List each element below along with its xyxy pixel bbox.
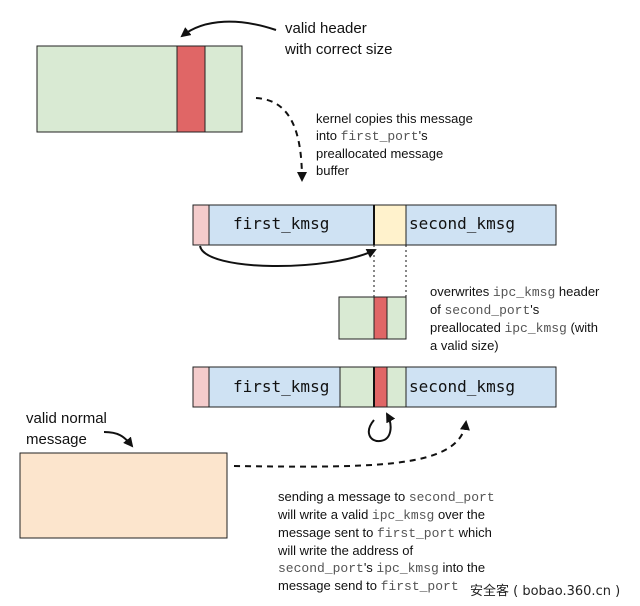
arrow-first-to-second bbox=[199, 245, 377, 268]
overwrites-label: overwrites ipc_kmsg header of second_por… bbox=[430, 284, 600, 353]
arrow-self-loop bbox=[367, 412, 396, 443]
buffer-2-pink bbox=[192, 366, 210, 408]
first-kmsg-label-2: first_kmsg bbox=[233, 377, 330, 396]
valid-normal-label: valid normal message bbox=[26, 410, 107, 448]
second-kmsg-label-2: second_kmsg bbox=[409, 377, 515, 396]
buffer-2-red bbox=[373, 366, 388, 408]
kernel-copies-label: kernel copies this message into first_po… bbox=[316, 111, 473, 178]
arrow-valid-normal bbox=[103, 431, 134, 448]
buffer-row-2 bbox=[192, 366, 557, 408]
first-kmsg-label-1: first_kmsg bbox=[233, 214, 330, 233]
overwrite-message-body bbox=[338, 296, 407, 340]
source-message-header bbox=[176, 45, 206, 133]
buffer-2-second-kmsg bbox=[405, 366, 557, 408]
buffer-2-first-kmsg bbox=[208, 366, 341, 408]
buffer-1-second-kmsg bbox=[405, 204, 557, 246]
valid-header-label: valid header with correct size bbox=[285, 20, 393, 58]
arrow-valid-header bbox=[180, 20, 277, 38]
source-message bbox=[36, 45, 243, 133]
buffer-1-first-kmsg bbox=[208, 204, 375, 246]
sending-label: sending a message to second_port will wr… bbox=[278, 489, 495, 594]
source-message-body bbox=[36, 45, 243, 133]
overwrite-message bbox=[338, 296, 407, 340]
buffer-row-1 bbox=[192, 204, 557, 246]
watermark: 安全客 ( bobao.360.cn ) bbox=[470, 584, 621, 599]
buffer-1-pink bbox=[192, 204, 210, 246]
buffer-1-yellow bbox=[373, 204, 407, 246]
overwrite-message-header bbox=[373, 296, 388, 340]
arrow-send-second-port bbox=[233, 420, 470, 468]
normal-message bbox=[19, 452, 228, 539]
arrow-kernel-copies bbox=[255, 97, 307, 182]
second-kmsg-label-1: second_kmsg bbox=[409, 214, 515, 233]
